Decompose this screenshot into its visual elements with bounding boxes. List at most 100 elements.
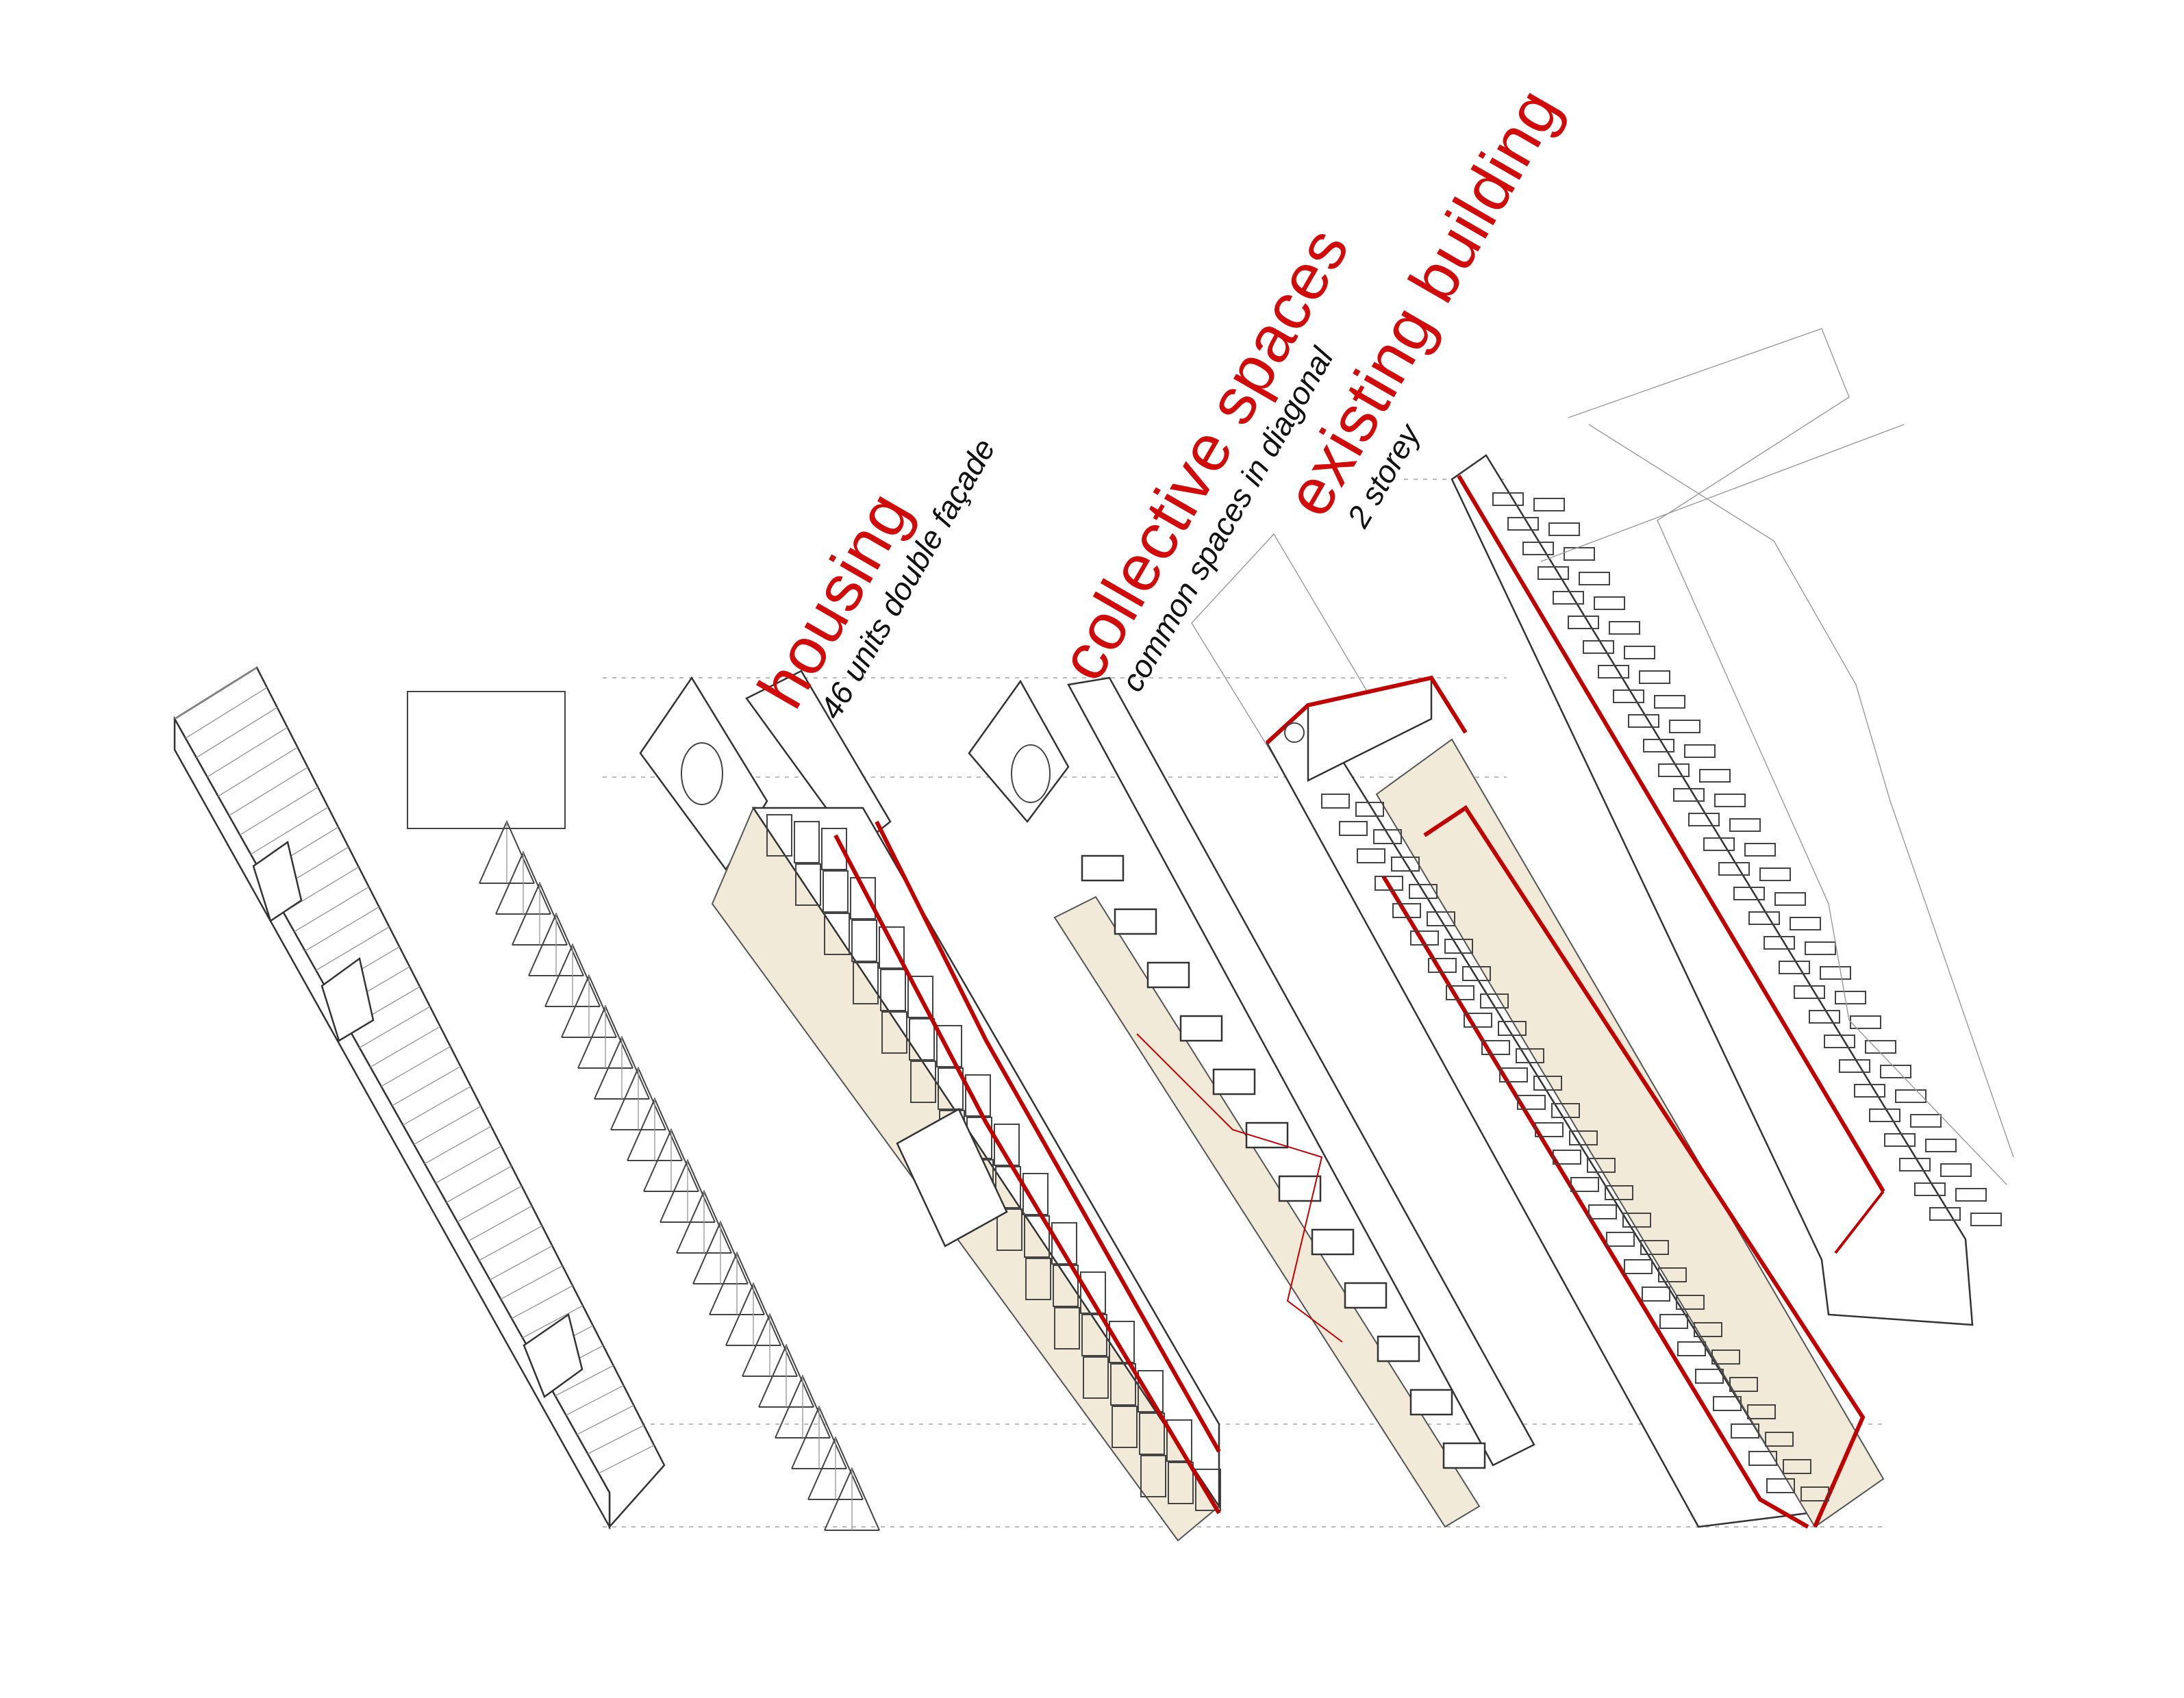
housing-unit-cell xyxy=(1054,1307,1080,1349)
roof-ridge xyxy=(403,1086,471,1126)
truss xyxy=(807,1436,864,1500)
site-window xyxy=(1639,670,1670,684)
building-window xyxy=(1711,1349,1740,1365)
site-window xyxy=(1579,572,1610,585)
truss xyxy=(742,1313,798,1377)
housing-grid xyxy=(766,814,1221,1511)
building-window xyxy=(1427,911,1455,926)
building-window xyxy=(1695,1369,1724,1384)
site-window xyxy=(1609,621,1640,635)
site-window xyxy=(1568,616,1599,629)
site-window xyxy=(1718,862,1750,876)
site-ground-layer xyxy=(1451,328,2014,1326)
site-window xyxy=(1564,547,1595,561)
building-window xyxy=(1569,1130,1598,1145)
building-window xyxy=(1766,1478,1795,1493)
housing-unit-cell xyxy=(1083,1356,1109,1399)
housing-unit-cell xyxy=(1024,1215,1050,1258)
roof-ridge xyxy=(207,726,288,778)
site-window xyxy=(1654,695,1685,709)
site-window xyxy=(1929,1207,1961,1221)
building-window xyxy=(1339,821,1368,836)
site-window xyxy=(1839,1059,1870,1073)
housing-unit-cell xyxy=(1109,1321,1135,1363)
building-window xyxy=(1747,1404,1776,1419)
collective-step xyxy=(1114,908,1157,935)
building-window xyxy=(1658,1267,1687,1282)
building-window xyxy=(1499,1067,1528,1082)
housing-unit-cell xyxy=(850,877,876,920)
site-window xyxy=(1628,714,1659,728)
roof-ridge xyxy=(468,1205,532,1242)
site-window xyxy=(1914,1182,1946,1196)
site-window xyxy=(1790,917,1821,930)
housing-unit-cell xyxy=(1051,1222,1077,1265)
building-window xyxy=(1464,1013,1492,1028)
building-window xyxy=(1694,1322,1722,1337)
building-window xyxy=(1428,958,1457,973)
building-window xyxy=(1624,1259,1653,1274)
housing-unit-cell xyxy=(1166,1419,1192,1462)
site-window xyxy=(1522,542,1554,555)
roof-ridge xyxy=(587,1425,644,1455)
site-window xyxy=(1533,498,1565,511)
roof-ridge xyxy=(392,1065,461,1106)
building-window xyxy=(1444,939,1473,954)
building-window xyxy=(1480,993,1509,1009)
truss xyxy=(709,1251,765,1315)
housing-unit-cell xyxy=(880,969,906,1011)
roof-ridge xyxy=(316,926,390,971)
collective-step xyxy=(1442,1442,1486,1469)
site-window xyxy=(1880,1065,1911,1078)
truss xyxy=(544,943,601,1007)
building-window xyxy=(1409,884,1438,899)
truss-group xyxy=(479,820,880,1531)
collective-step xyxy=(1179,1015,1223,1042)
collective-step xyxy=(1081,854,1125,882)
housing-unit-cell xyxy=(1140,1455,1166,1497)
truss xyxy=(824,1467,880,1531)
truss xyxy=(577,1004,633,1069)
roof-ridge xyxy=(479,1225,542,1261)
truss xyxy=(528,912,584,976)
site-window xyxy=(1805,941,1836,955)
site-window xyxy=(1658,763,1690,777)
building-window xyxy=(1498,1021,1527,1036)
structure-trusses-layer xyxy=(407,691,880,1531)
roof-ridge xyxy=(566,1384,624,1416)
truss xyxy=(660,1158,716,1223)
site-window xyxy=(1703,837,1735,851)
building-window xyxy=(1677,1341,1706,1356)
collective-step xyxy=(1245,1122,1289,1149)
site-window xyxy=(1492,492,1524,506)
roof-ridge xyxy=(457,1185,523,1223)
building-window xyxy=(1587,1158,1616,1173)
site-window xyxy=(1537,566,1569,580)
site-window xyxy=(1759,867,1791,881)
building-window xyxy=(1516,1048,1544,1063)
housing-unit-cell xyxy=(851,920,877,962)
site-window xyxy=(1624,646,1655,659)
site-window xyxy=(1854,1084,1885,1098)
building-window xyxy=(1783,1459,1811,1474)
existing-building-layer xyxy=(1191,533,1885,1529)
building-window xyxy=(1321,794,1350,809)
housing-unit-cell xyxy=(1110,1363,1136,1406)
building-window xyxy=(1462,966,1491,981)
building-window xyxy=(1355,802,1384,817)
roof-ridge xyxy=(500,1265,563,1300)
site-window xyxy=(1774,892,1806,906)
roof-ridge xyxy=(577,1405,634,1435)
roof-layer xyxy=(173,666,666,1530)
housing-unit-cell xyxy=(824,913,850,955)
housing-unit-cell xyxy=(823,870,849,913)
housing-unit-cell xyxy=(1139,1412,1165,1455)
truss xyxy=(627,1097,683,1161)
site-window xyxy=(1884,1133,1916,1147)
housing-unit-cell xyxy=(1053,1265,1079,1307)
building-window xyxy=(1375,876,1403,891)
building-window xyxy=(1713,1396,1742,1411)
collective-step xyxy=(1311,1228,1355,1256)
building-window xyxy=(1588,1204,1617,1219)
